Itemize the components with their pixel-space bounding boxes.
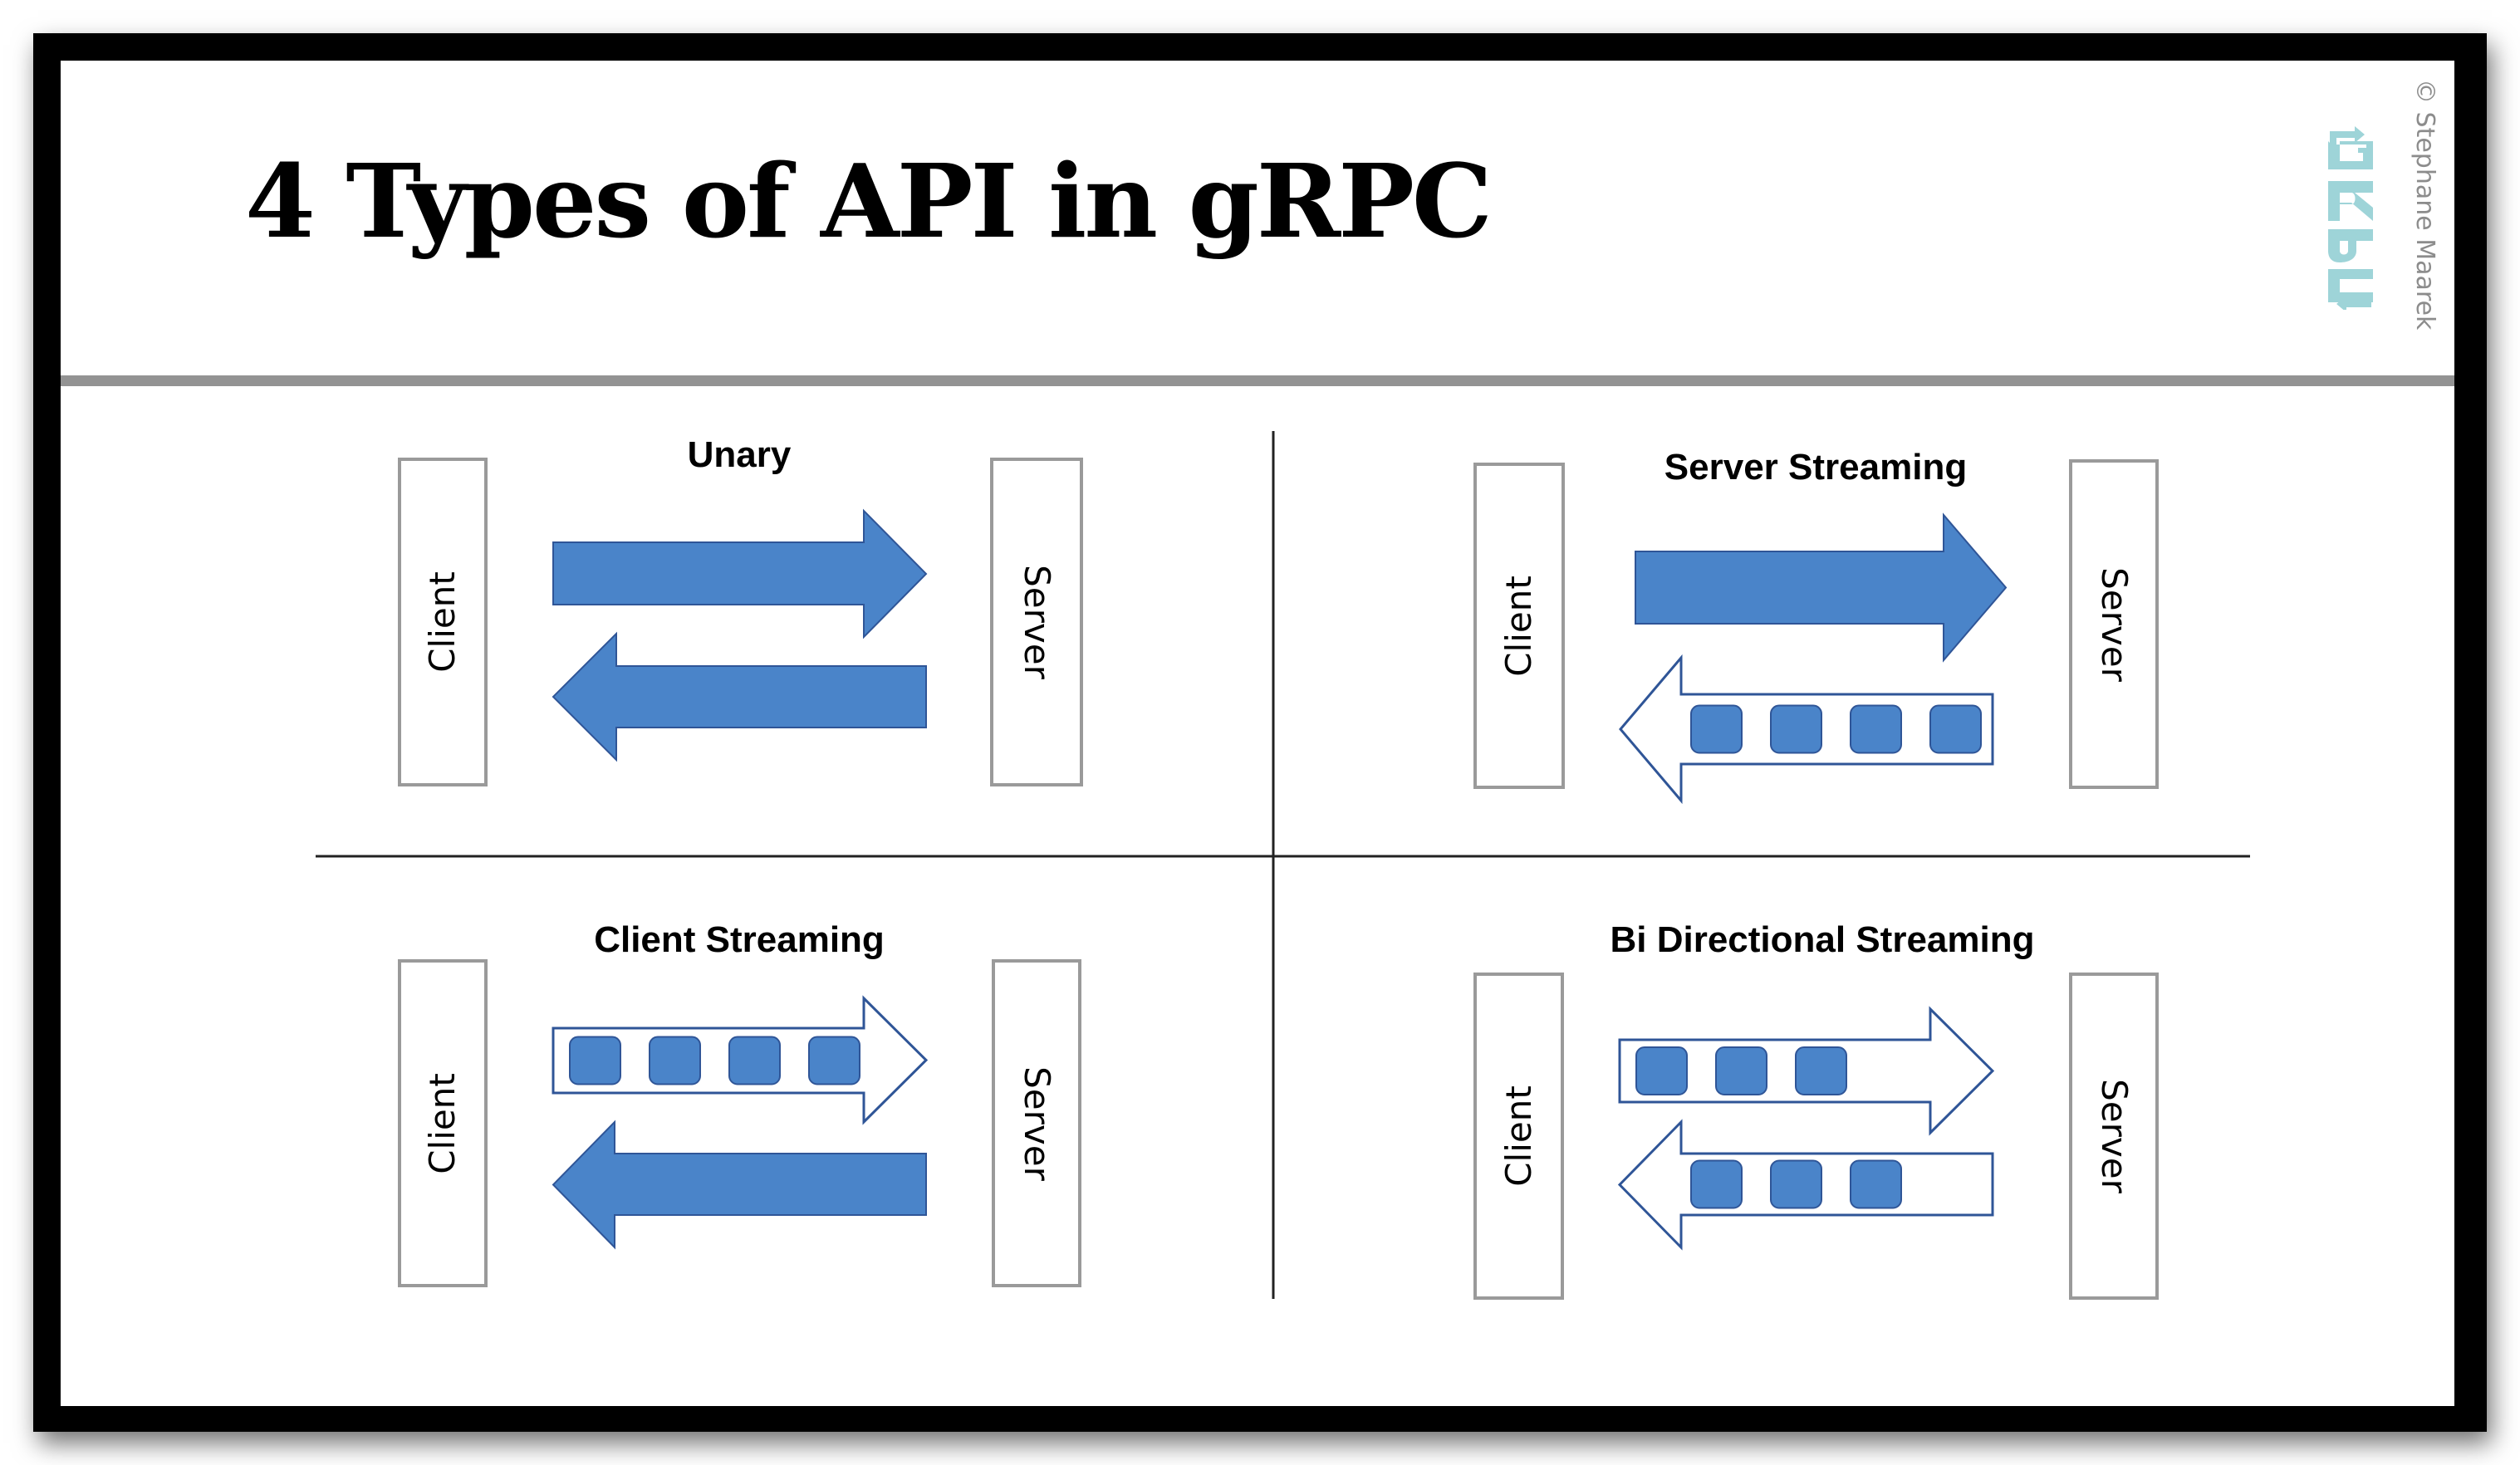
grpc-logo-icon bbox=[2328, 126, 2373, 310]
message-block bbox=[1770, 1159, 1822, 1209]
header-divider bbox=[61, 375, 2454, 386]
message-block bbox=[1795, 1046, 1847, 1095]
slide-title: 4 Types of API in gRPC bbox=[245, 141, 1493, 261]
message-block bbox=[569, 1036, 621, 1085]
quadrant-title: Unary bbox=[687, 434, 792, 475]
server-label: Server bbox=[1017, 565, 1057, 679]
quadrant-title: Client Streaming bbox=[594, 919, 885, 960]
quadrant-bi-directional-streaming bbox=[1473, 973, 2159, 1300]
message-block bbox=[1850, 704, 1902, 754]
client-box bbox=[398, 959, 488, 1287]
quadrant-title: Bi Directional Streaming bbox=[1610, 919, 2035, 960]
client-label: Client bbox=[422, 571, 463, 673]
response-arrow bbox=[552, 631, 927, 762]
request-arrow bbox=[552, 508, 928, 639]
quadrant-title: Server Streaming bbox=[1664, 447, 1968, 488]
message-block bbox=[728, 1036, 781, 1085]
message-block bbox=[1690, 704, 1743, 754]
message-block bbox=[1929, 704, 1982, 754]
message-block bbox=[1635, 1046, 1688, 1095]
message-block bbox=[1690, 1159, 1743, 1209]
quadrant-client-streaming bbox=[398, 959, 1081, 1287]
server-box bbox=[2069, 973, 2159, 1300]
message-block bbox=[649, 1036, 701, 1085]
client-label: Client bbox=[1498, 1085, 1539, 1187]
diagram-canvas bbox=[316, 431, 2250, 1300]
response-arrow bbox=[552, 1120, 927, 1250]
client-box bbox=[1473, 973, 1564, 1300]
message-block bbox=[1850, 1159, 1902, 1209]
message-block bbox=[1715, 1046, 1767, 1095]
client-box bbox=[1473, 463, 1565, 789]
client-label: Client bbox=[1498, 575, 1539, 677]
client-box bbox=[398, 458, 488, 786]
client-label: Client bbox=[422, 1072, 463, 1174]
server-label: Server bbox=[2094, 566, 2135, 682]
request-arrow bbox=[1635, 512, 2008, 663]
slide: 4 Types of API in gRPC © Stephane Maarek… bbox=[61, 61, 2454, 1406]
server-label: Server bbox=[2094, 1079, 2135, 1193]
quadrant-server-streaming bbox=[1473, 459, 2159, 805]
quadrant-unary bbox=[398, 458, 1083, 786]
server-box bbox=[990, 458, 1083, 786]
message-block bbox=[808, 1036, 860, 1085]
message-block bbox=[1770, 704, 1822, 754]
server-box bbox=[2069, 459, 2159, 789]
server-box bbox=[992, 959, 1081, 1287]
server-label: Server bbox=[1017, 1066, 1057, 1181]
